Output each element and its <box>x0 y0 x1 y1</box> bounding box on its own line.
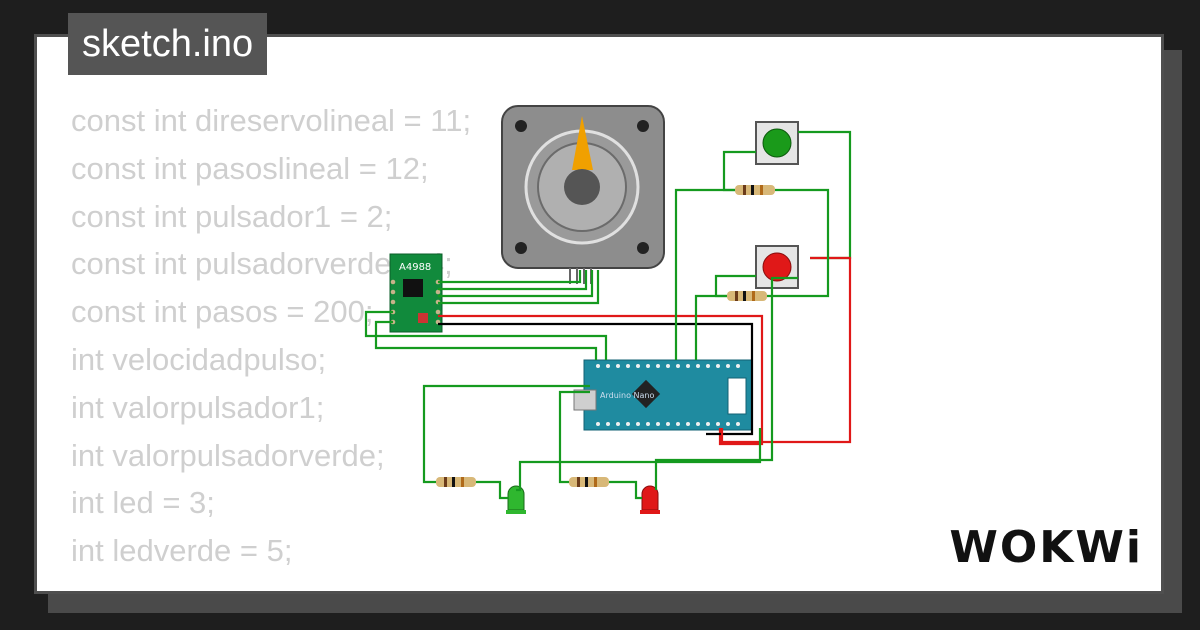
file-tab[interactable]: sketch.ino <box>68 13 268 75</box>
green-push-button <box>755 121 799 165</box>
board-label: Arduino Nano <box>600 391 654 400</box>
code-line: const int pasos = 200; <box>71 294 374 330</box>
code-line: const int direservolineal = 11; <box>71 103 472 138</box>
red-led <box>640 485 660 514</box>
arduino-nano-board: Arduino Nano <box>573 359 753 431</box>
code-line: int velocidadpulso; <box>71 341 327 377</box>
driver-label: A4988 <box>399 262 431 273</box>
red-push-button <box>755 245 799 289</box>
code-line: int ledverde = 5; <box>71 533 293 569</box>
code-preview: const int direservolineal = 11; const in… <box>71 97 471 575</box>
resistor <box>735 185 775 195</box>
resistor <box>569 477 609 487</box>
a4988-driver: A4988 <box>389 253 443 333</box>
wires <box>364 130 852 500</box>
stepper-motor <box>501 105 665 284</box>
resistor <box>436 477 476 487</box>
code-line: int led = 3; <box>71 485 215 521</box>
code-line: const int pulsadorverde = 4; <box>71 246 453 282</box>
motor-pointer-icon <box>572 116 593 170</box>
code-line: int valorpulsador1; <box>71 389 325 425</box>
code-line: const int pasoslineal = 12; <box>71 150 429 186</box>
resistor <box>727 291 767 301</box>
code-line: const int pulsador1 = 2; <box>71 198 393 234</box>
wokwi-logo: WOKWi <box>949 522 1143 573</box>
code-line: int valorpulsadorverde; <box>71 437 385 473</box>
